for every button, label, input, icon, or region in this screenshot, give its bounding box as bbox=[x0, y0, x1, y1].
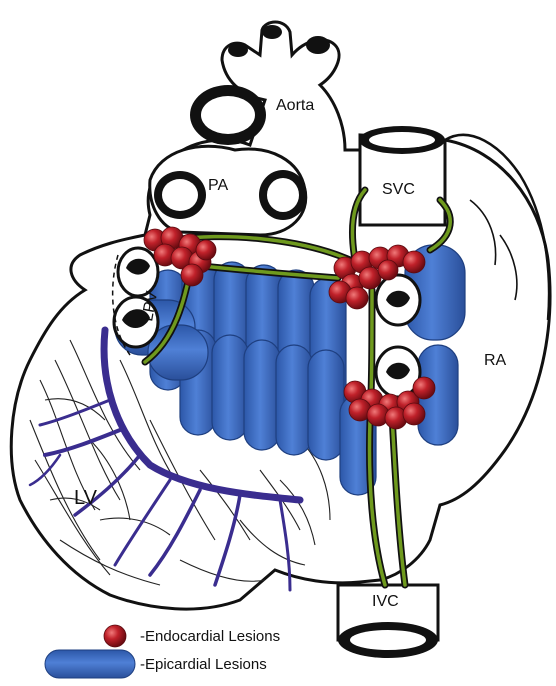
label-lv: LV bbox=[74, 487, 98, 509]
legend: -Endocardial Lesions -Epicardial Lesions bbox=[45, 625, 280, 678]
label-ra: RA bbox=[484, 352, 507, 369]
svc-vessel bbox=[359, 126, 445, 225]
label-ivc: IVC bbox=[372, 593, 399, 610]
label-svc: SVC bbox=[382, 181, 415, 198]
legend-endocardial-swatch bbox=[104, 625, 126, 647]
label-aorta: Aorta bbox=[276, 97, 314, 114]
legend-epicardial-label: -Epicardial Lesions bbox=[140, 656, 267, 673]
legend-epicardial-swatch bbox=[45, 650, 135, 678]
pa-vessel bbox=[150, 146, 307, 235]
label-pa: PA bbox=[208, 177, 228, 194]
legend-endocardial-label: -Endocardial Lesions bbox=[140, 628, 280, 645]
